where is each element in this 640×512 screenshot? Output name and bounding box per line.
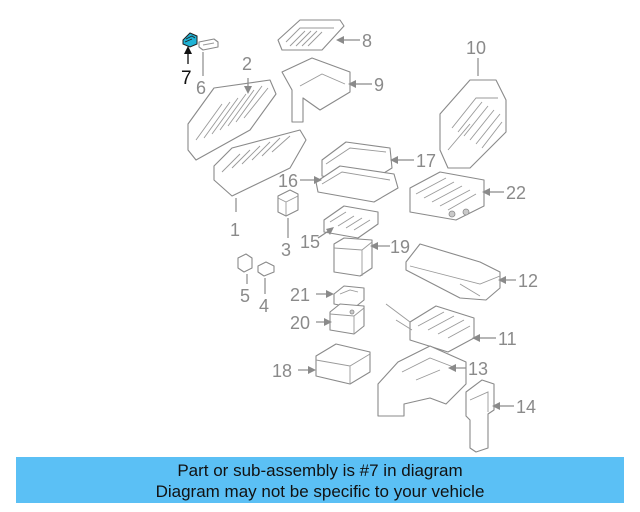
- part-16-tray[interactable]: [315, 165, 399, 203]
- leader-7: [184, 46, 192, 64]
- callout-8[interactable]: 8: [362, 31, 372, 51]
- part-8-cover[interactable]: [277, 19, 345, 51]
- callout-22[interactable]: 22: [506, 183, 526, 203]
- leader-20: [316, 318, 332, 326]
- callout-3[interactable]: 3: [281, 240, 291, 260]
- part-20-relay[interactable]: [329, 303, 365, 335]
- part-18-bracket[interactable]: [315, 343, 371, 385]
- callout-4[interactable]: 4: [259, 296, 269, 316]
- part-9-bracket[interactable]: [281, 57, 351, 123]
- callout-5[interactable]: 5: [240, 286, 250, 306]
- leader-22: [482, 188, 504, 196]
- leader-16: [300, 176, 322, 184]
- callout-21[interactable]: 21: [290, 285, 310, 305]
- part-2-fuse-box[interactable]: [187, 79, 277, 161]
- callout-2[interactable]: 2: [242, 54, 252, 74]
- part-15-relay-plate[interactable]: [323, 205, 379, 239]
- leader-19: [370, 242, 390, 250]
- part-5-connector[interactable]: [237, 253, 253, 273]
- part-3-relay[interactable]: [277, 189, 299, 217]
- leader-12: [498, 276, 516, 284]
- callout-20[interactable]: 20: [290, 313, 310, 333]
- callout-11[interactable]: 11: [498, 329, 517, 349]
- callout-7[interactable]: 7: [181, 68, 192, 89]
- leader-18: [298, 366, 316, 374]
- callout-12[interactable]: 12: [518, 271, 538, 291]
- part-7-relay[interactable]: [182, 32, 198, 48]
- banner-line-2: Diagram may not be specific to your vehi…: [155, 482, 485, 501]
- callout-10[interactable]: 10: [466, 38, 486, 58]
- callout-17[interactable]: 17: [416, 151, 436, 171]
- leader-8: [336, 36, 360, 44]
- part-12-bracket[interactable]: [405, 243, 501, 301]
- part-10-fuse-box-cover[interactable]: [439, 79, 507, 169]
- part-11-wiring-harness[interactable]: [385, 303, 475, 353]
- part-6-connector[interactable]: [198, 38, 219, 51]
- part-19-module[interactable]: [333, 237, 373, 277]
- part-14-side-bracket[interactable]: [465, 379, 495, 453]
- part-22-fuse-block[interactable]: [409, 171, 485, 221]
- callout-1[interactable]: 1: [230, 220, 240, 240]
- part-4-connector[interactable]: [257, 261, 275, 277]
- leader-14: [492, 402, 514, 410]
- callout-15[interactable]: 15: [300, 232, 320, 252]
- leader-2: [244, 78, 252, 94]
- leader-21: [316, 290, 334, 298]
- callout-18[interactable]: 18: [272, 361, 292, 381]
- leader-13: [448, 364, 466, 372]
- callout-14[interactable]: 14: [516, 397, 536, 417]
- part-13-mounting-bracket[interactable]: [377, 345, 467, 417]
- leader-17: [390, 156, 414, 164]
- part-1-fuse-panel[interactable]: [213, 129, 307, 197]
- callout-19[interactable]: 19: [390, 237, 410, 257]
- info-banner: Part or sub-assembly is #7 in diagram Di…: [16, 457, 624, 503]
- banner-line-1: Part or sub-assembly is #7 in diagram: [177, 461, 463, 480]
- callout-16[interactable]: 16: [278, 171, 298, 191]
- leader-9: [348, 80, 372, 88]
- leader-15: [317, 227, 334, 239]
- callout-13[interactable]: 13: [468, 359, 488, 379]
- callout-9[interactable]: 9: [374, 75, 384, 95]
- leader-11: [472, 334, 496, 342]
- part-21-socket[interactable]: [333, 285, 365, 309]
- callout-6[interactable]: 6: [196, 78, 206, 98]
